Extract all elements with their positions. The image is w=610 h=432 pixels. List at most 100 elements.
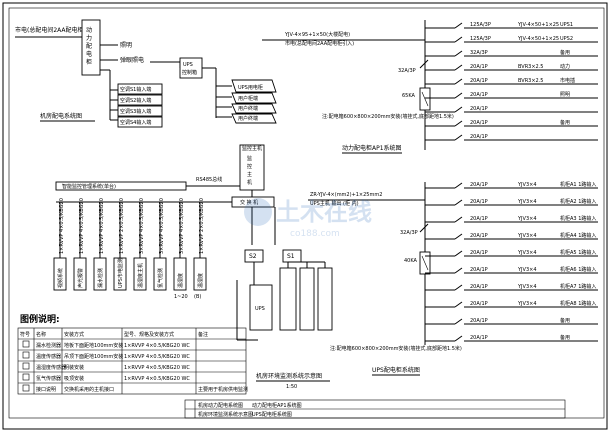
ups-load-8: 备用 xyxy=(560,317,570,324)
ap1-cable-0: YJV-4×50+1×25 xyxy=(517,22,559,28)
ap1-title: 动力配电柜AP1系统图 xyxy=(342,144,402,152)
monitor-device-box-7 xyxy=(193,257,207,291)
monitor-branch-4: 3×RVVP 4×0.5/KBG20 xyxy=(139,198,145,254)
titleblock-r0c1: 动力配电柜AP1系统图 xyxy=(252,402,302,409)
legend-cell-4-1: 接口说明 xyxy=(36,386,56,393)
monitor-device-5: 氢气检测 xyxy=(157,268,164,288)
monitor-branch-3: 1×RVVP 2×0.5/KBG20 xyxy=(119,198,125,254)
legend-symbol-0 xyxy=(22,340,30,348)
ap1-load-1: UPS2 xyxy=(560,36,573,42)
legend-header-0: 符号 xyxy=(20,331,30,338)
monitor-device-box-1 xyxy=(73,257,87,291)
ups-load-0: 机柜A1 1路输入 xyxy=(560,181,596,188)
svg-text:交 换 机: 交 换 机 xyxy=(240,199,258,206)
legend-cell-2-1: 温湿度传感器 xyxy=(36,364,66,371)
monitor-device-4: 温湿度主机 xyxy=(137,263,144,288)
monitor-device-box-2 xyxy=(93,257,107,291)
ups-output-1: 用户柜端 xyxy=(238,95,258,102)
ap1-breaker-2: 32A/3P xyxy=(470,50,488,56)
ups-cable-1: YJV3×4 xyxy=(517,199,537,205)
monitor-device-box-5 xyxy=(153,257,167,291)
legend-header-2: 安装方式 xyxy=(64,331,84,338)
ups-spd-label: 40KA xyxy=(404,258,418,264)
ap1-spd-label: 65KA xyxy=(402,93,416,99)
svg-text:控制箱: 控制箱 xyxy=(182,69,197,76)
title-block: 机房动力配电系统图 动力配电柜AP1系统图 机房环境监测系统示意图 UPS配电柜… xyxy=(184,399,566,419)
monitor-device-6: 温湿度 xyxy=(177,273,184,288)
monitor-branch-0: 1×RVVP 4×0.5/KBG20 xyxy=(59,198,65,254)
ups-load-5: 机柜A6 1路输入 xyxy=(560,266,596,273)
titleblock-r0c0: 机房动力配电系统图 xyxy=(198,402,243,409)
monitor-device-sub-7: (B) xyxy=(194,294,201,300)
monitor-branch-1: 1×RVVP 4×0.5/KBG20 xyxy=(79,198,85,254)
output-label-4: 空调S3输入端 xyxy=(120,108,151,115)
ups-breaker-6: 20A/1P xyxy=(470,284,488,290)
s1-label: S1 xyxy=(287,253,295,260)
ap1-breaker-5: 20A/1P xyxy=(470,92,488,98)
ups-breaker-3: 20A/1P xyxy=(470,233,488,239)
legend-cell-4-2: 交换机采用的主机接口 xyxy=(64,386,114,393)
ups-load-4: 机柜A5 1路输入 xyxy=(560,249,596,256)
ups-load-7: 机柜A8 1路输入 xyxy=(560,300,596,307)
ups-cable-0: YJV3×4 xyxy=(517,182,537,188)
legend-cell-0-2: 地板下面距地100mm安装 xyxy=(64,342,123,349)
output-label-2: 空调S1输入端 xyxy=(120,86,151,93)
ups-note: 注:配电箱600×800×200mm安装(墙挂式,底部距地1.5米) xyxy=(330,345,462,352)
legend-header-4: 备注 xyxy=(198,331,208,338)
legend-symbol-3 xyxy=(22,373,30,381)
ups-breaker-1: 20A/1P xyxy=(470,199,488,205)
ap1-breaker-3: 20A/1P xyxy=(470,64,488,70)
ups-breaker-0: 20A/1P xyxy=(470,182,488,188)
legend-cell-4-4: 主要用于机房供电监测 xyxy=(198,386,248,393)
legend-symbol-2 xyxy=(22,362,30,370)
ups-breaker-7: 20A/1P xyxy=(470,301,488,307)
ups-breaker-4: 20A/1P xyxy=(470,250,488,256)
smart-cabinet-label: 智能监控管理系统(单台) xyxy=(62,183,116,190)
ups-breaker-5: 20A/1P xyxy=(470,267,488,273)
output-label-0: 照明 xyxy=(120,42,132,49)
ups-load-1: 机柜A2 1路输入 xyxy=(560,198,596,205)
ups-feed-label2: UPS主机 输出 (柜 内) xyxy=(310,200,359,207)
monitor-branch-6: 3×RVVP 4×0.5/KBG20 xyxy=(179,198,185,254)
ups-cable-5: YJV3×4 xyxy=(517,267,537,273)
ups-output-2: 用户终端 xyxy=(238,105,258,112)
ups-load-2: 机柜A3 1路输入 xyxy=(560,215,596,222)
ap1-breaker-8: 20A/1P xyxy=(470,134,488,140)
ups-main-breaker: 32A/3P xyxy=(400,230,418,236)
legend-symbol-4 xyxy=(22,384,30,392)
svg-text:机: 机 xyxy=(247,179,252,186)
monitoring-title: 机房环境监测系统示意图 xyxy=(256,372,322,380)
monitor-device-box-3 xyxy=(113,257,127,291)
svg-text:力: 力 xyxy=(86,34,92,42)
watermark-sub: co188.com xyxy=(290,229,340,239)
svg-text:配: 配 xyxy=(86,43,92,50)
monitor-device-box-6 xyxy=(173,257,187,291)
ap1-cable-4: BVR3×2.5 xyxy=(518,78,544,84)
legend-cell-2-3: 1×RVVP 4×0.5/KBG20 WC xyxy=(124,365,190,371)
monitor-device-1: 声光报警 xyxy=(77,268,84,288)
output-label-5: 空调S4输入端 xyxy=(120,119,151,126)
monitor-device-2: 漏水检测 xyxy=(97,268,104,288)
legend-cell-0-1: 漏水检测器 xyxy=(36,342,61,349)
ap1-breaker-6: 20A/1P xyxy=(470,106,488,112)
ups-title: UPS配电柜系统图 xyxy=(372,366,420,374)
legend-symbol-1 xyxy=(22,351,30,359)
ups-breaker-2: 20A/1P xyxy=(470,216,488,222)
monitor-device-box-4 xyxy=(133,257,147,291)
bus-label: RS485总线 xyxy=(196,176,222,183)
ups-monitor-box xyxy=(279,267,297,331)
ups-output-3: 用户终端 xyxy=(238,115,258,122)
ap1-breaker-4: 20A/1P xyxy=(470,78,488,84)
watermark: 土木在线 co188.com xyxy=(244,198,372,239)
ap1-feed-label: YJV-4×95+1×50(大楼配电) xyxy=(284,31,350,38)
legend-cell-1-3: 1×RVVP 4×0.5/KBG20 WC xyxy=(124,354,190,360)
ups-device-box xyxy=(249,284,273,331)
ups-load-6: 机柜A7 1路输入 xyxy=(560,283,596,290)
watermark-text: 土木在线 xyxy=(276,198,372,226)
left-feed-label: 市电(总配电间2AA配电柜引入) xyxy=(15,26,98,34)
monitor-device-0: 视频系统 xyxy=(57,268,64,288)
ap1-load-3: 动力 xyxy=(560,63,570,70)
monitor-device-3: UPS市电监测 xyxy=(117,258,124,288)
monitoring-scale: 1:50 xyxy=(286,384,297,390)
